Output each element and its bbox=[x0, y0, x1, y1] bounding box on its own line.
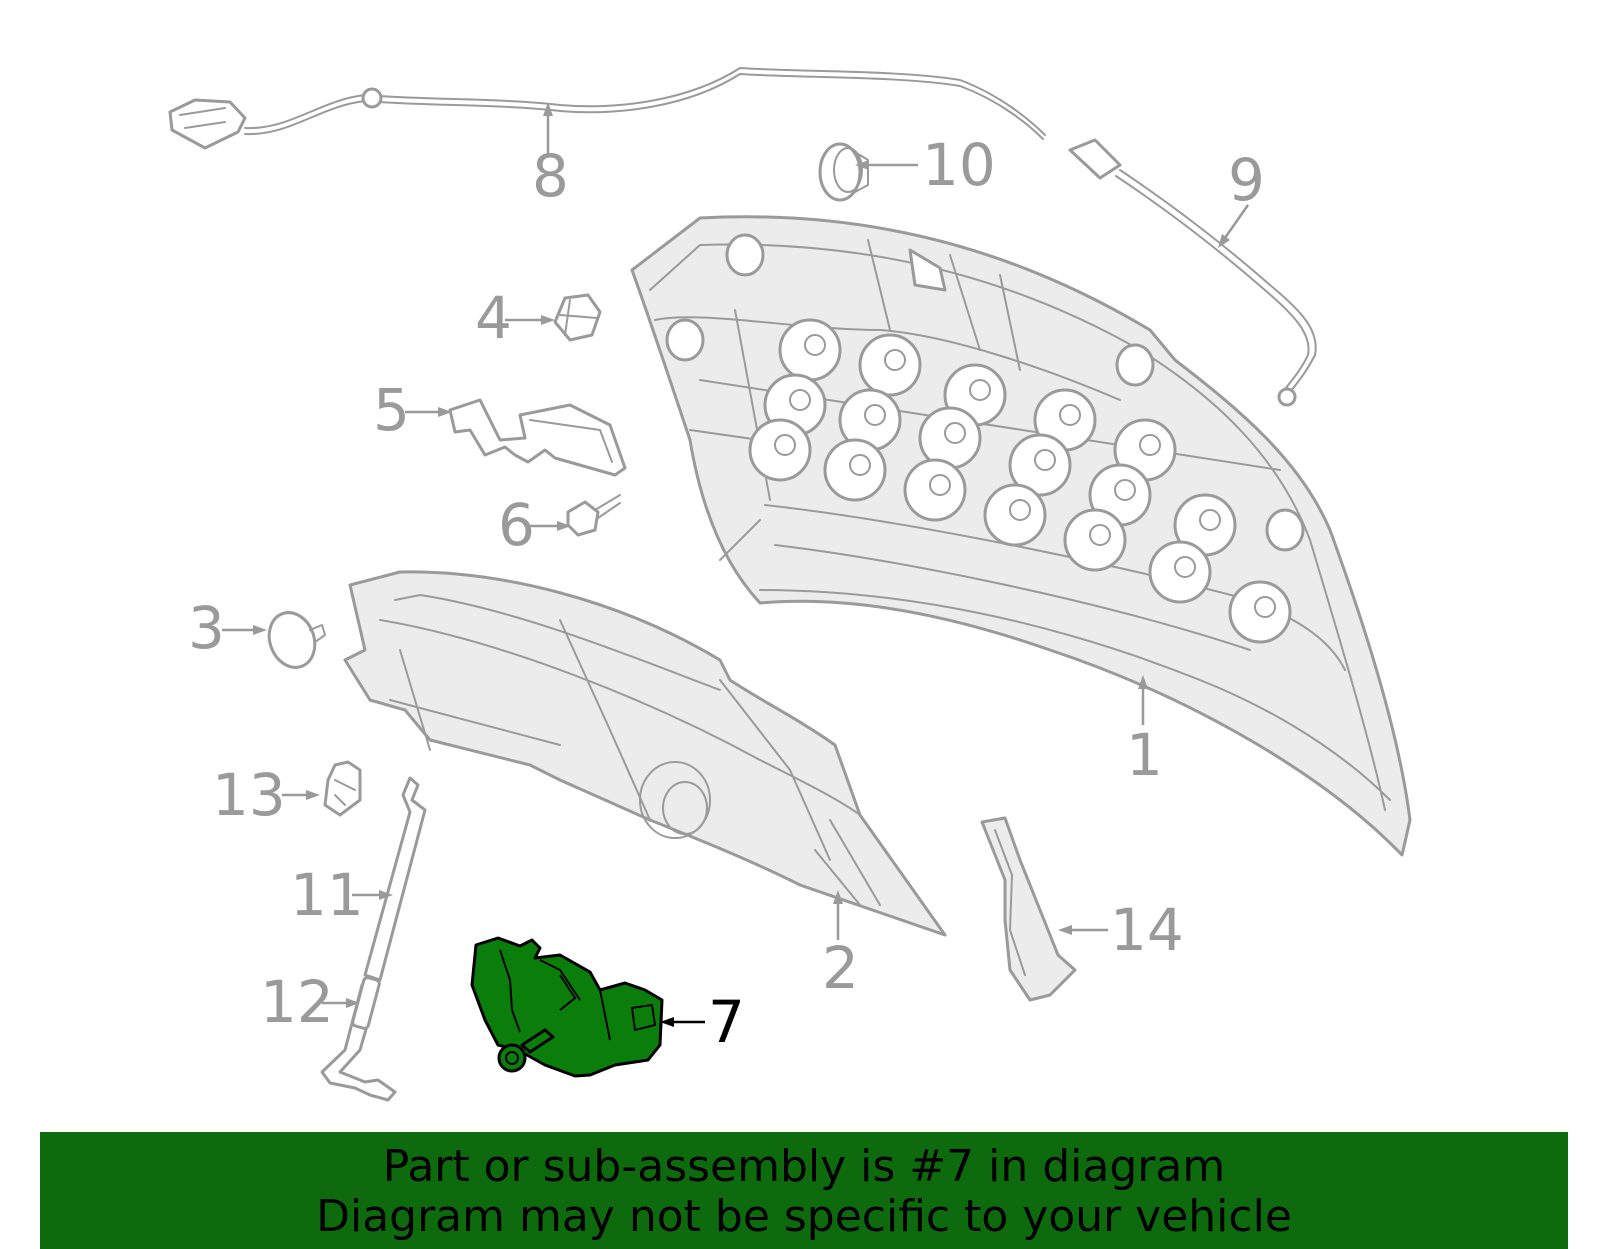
banner-line-2: Diagram may not be specific to your vehi… bbox=[316, 1191, 1292, 1242]
callout-6: 6 bbox=[498, 491, 535, 559]
callout-13: 13 bbox=[212, 761, 286, 829]
callout-11: 11 bbox=[290, 861, 364, 929]
hood-insulator-pads bbox=[748, 318, 1292, 644]
part-8-release-cable[interactable] bbox=[168, 67, 1046, 150]
callout-lines bbox=[222, 102, 1250, 1027]
callout-5: 5 bbox=[373, 376, 410, 444]
callout-12: 12 bbox=[260, 968, 334, 1036]
part-10-bumper[interactable] bbox=[818, 142, 869, 202]
part-6-screw[interactable] bbox=[566, 494, 621, 537]
callout-8: 8 bbox=[532, 142, 569, 210]
part-2-insulator[interactable] bbox=[343, 570, 947, 937]
callout-1: 1 bbox=[1126, 721, 1163, 789]
callout-2: 2 bbox=[822, 934, 859, 1002]
part-11-prop-rod[interactable] bbox=[320, 776, 427, 1102]
part-13-clip[interactable] bbox=[323, 760, 362, 817]
callout-14: 14 bbox=[1110, 896, 1184, 964]
banner-line-1: Part or sub-assembly is #7 in diagram bbox=[382, 1141, 1226, 1192]
info-banner: Part or sub-assembly is #7 in diagram Di… bbox=[40, 1132, 1568, 1249]
callout-10: 10 bbox=[922, 131, 996, 199]
part-1-hood[interactable] bbox=[630, 215, 1412, 857]
callout-3: 3 bbox=[188, 594, 225, 662]
part-5-bracket[interactable] bbox=[448, 398, 627, 477]
part-3-clip[interactable] bbox=[262, 606, 326, 674]
part-9-cable[interactable] bbox=[1068, 138, 1317, 407]
part-14-seal[interactable] bbox=[980, 816, 1077, 1002]
callout-numbers: 8 10 9 4 5 6 3 1 13 11 2 14 12 7 bbox=[188, 131, 1265, 1056]
callout-4: 4 bbox=[475, 284, 512, 352]
callout-7: 7 bbox=[708, 988, 745, 1056]
part-4-nut[interactable] bbox=[553, 293, 602, 342]
callout-9: 9 bbox=[1228, 146, 1265, 214]
part-7-hood-latch[interactable] bbox=[470, 936, 664, 1078]
